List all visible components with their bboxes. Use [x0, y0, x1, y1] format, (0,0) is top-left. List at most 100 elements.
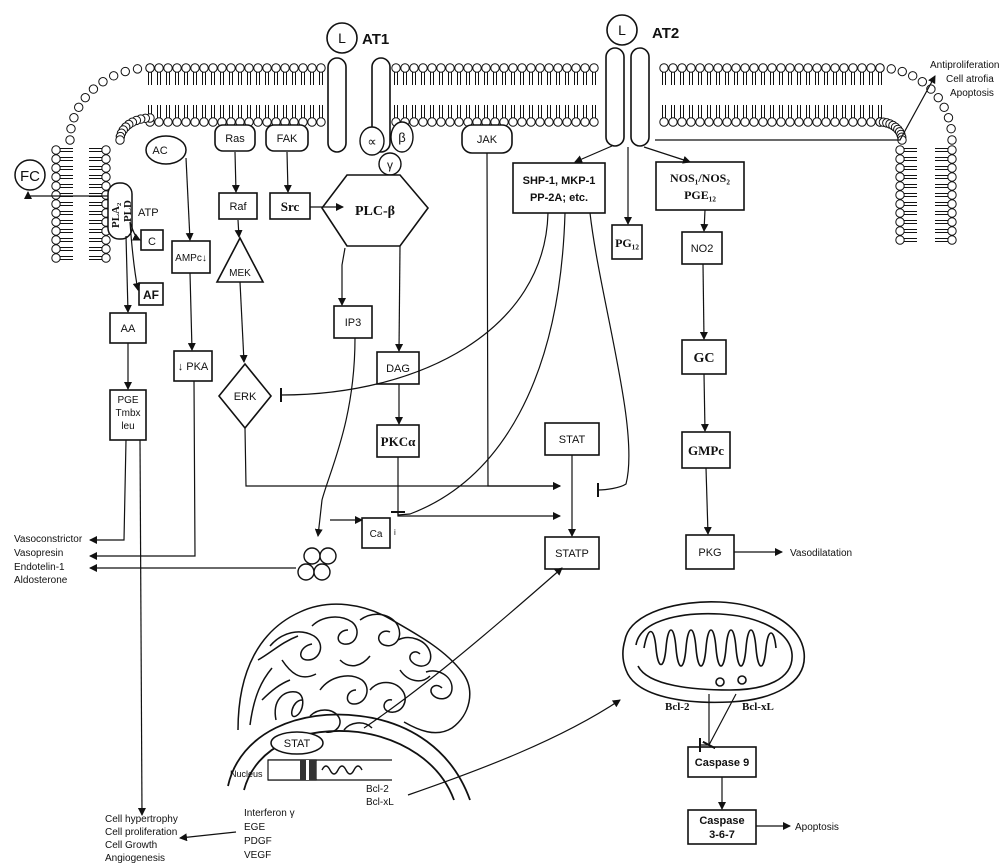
phospholipid: [896, 173, 917, 181]
phospholipid-head: [66, 136, 74, 144]
phospholipid-head: [133, 65, 141, 73]
phospholipid: [491, 64, 499, 85]
phospholipid: [935, 209, 956, 217]
phospholipid: [52, 182, 73, 190]
phospholipid: [281, 105, 289, 126]
cell-hypertrophy-label: Cell hypertrophy: [105, 814, 178, 825]
phospholipid: [290, 105, 298, 126]
phospholipid: [678, 64, 686, 85]
phospholipid: [822, 64, 830, 85]
phospholipid: [89, 245, 110, 253]
phospholipid-head: [876, 64, 884, 72]
phospholipid: [410, 105, 418, 126]
phospholipid: [254, 105, 262, 126]
phospholipid: [777, 64, 785, 85]
phospholipid: [455, 105, 463, 126]
phospholipid: [482, 105, 490, 126]
phospholipid: [52, 146, 73, 154]
interferon-label: Interferon γ: [244, 808, 295, 819]
phospholipid: [89, 191, 110, 199]
atp-label: ATP: [138, 207, 159, 219]
phospholipid: [867, 105, 875, 126]
phospholipid: [218, 64, 226, 85]
phospholipid: [89, 227, 110, 235]
phospholipid: [164, 105, 172, 126]
phospholipid: [428, 105, 436, 126]
phospholipid: [218, 105, 226, 126]
nucleus-stat-label: STAT: [284, 738, 311, 750]
phospholipid: [723, 64, 731, 85]
phospholipid-head: [948, 136, 956, 144]
phospholipid: [563, 105, 571, 126]
caspase367-label-1: Caspase: [699, 815, 744, 827]
cell-proliferation-label: Cell proliferation: [105, 827, 177, 838]
aa-label: AA: [121, 323, 136, 335]
phospholipid: [896, 227, 917, 235]
gmpc-label: GMPc: [688, 443, 724, 458]
phospholipid: [554, 105, 562, 126]
phospholipid: [822, 105, 830, 126]
phospholipid: [191, 105, 199, 126]
phospholipid: [89, 155, 110, 163]
pg12-label: PG₁₂: [615, 236, 639, 250]
antiproliferation-label: Antiproliferation: [930, 60, 999, 71]
fc-label: FC: [20, 168, 40, 185]
phospholipid: [896, 236, 917, 244]
erk-label: ERK: [234, 391, 257, 403]
phospholipid: [554, 64, 562, 85]
phospholipid: [182, 64, 190, 85]
bclxl-gene-label: Bcl-xL: [366, 797, 394, 808]
apoptosis-label: Apoptosis: [795, 822, 839, 833]
phospholipid: [741, 105, 749, 126]
pld-label: PLD: [122, 200, 134, 222]
caspase9-label: Caspase 9: [695, 757, 749, 769]
nos-label-2: PGE₁₂: [684, 188, 716, 202]
phospholipid: [896, 200, 917, 208]
bcl2-gene-label: Bcl-2: [366, 784, 389, 795]
ac-enzyme: AC: [146, 136, 186, 164]
mitochondrion: [623, 602, 804, 703]
nucleus-label: Nucleus: [230, 769, 263, 779]
pge-label-3: leu: [121, 421, 134, 432]
phospholipid-head: [81, 93, 89, 101]
phospholipid: [590, 105, 598, 126]
phospholipid-head: [146, 64, 154, 72]
phospholipid: [696, 64, 704, 85]
phospholipid: [317, 64, 325, 85]
phospholipid: [777, 105, 785, 126]
phospholipid: [173, 105, 181, 126]
cell-membrane: [52, 64, 956, 262]
phospholipid: [536, 105, 544, 126]
phospholipid: [896, 191, 917, 199]
phospholipid: [831, 105, 839, 126]
phospholipid: [669, 105, 677, 126]
phospholipid: [935, 182, 956, 190]
phospholipid: [590, 64, 598, 85]
phospholipid: [572, 105, 580, 126]
phospholipid: [89, 173, 110, 181]
nos-label-1: NOS₁/NOS₂: [670, 171, 730, 185]
phospholipid: [786, 105, 794, 126]
phospholipid: [272, 64, 280, 85]
phospholipid: [705, 105, 713, 126]
phospholipid: [245, 64, 253, 85]
phospholipid: [209, 105, 217, 126]
phospholipid: [678, 105, 686, 126]
c-label: C: [148, 236, 156, 248]
phospholipid: [464, 64, 472, 85]
ligand-label: L: [338, 30, 346, 46]
phospholipid: [813, 105, 821, 126]
gc-label: GC: [694, 351, 715, 366]
phospholipid: [896, 182, 917, 190]
phospholipid: [392, 64, 400, 85]
phospholipid: [858, 105, 866, 126]
phospholipid-head: [70, 114, 78, 122]
g-alpha-label: ∝: [367, 134, 376, 149]
phospholipid: [750, 64, 758, 85]
phospholipid-head: [887, 65, 895, 73]
af-label: AF: [143, 288, 159, 302]
phospholipid: [687, 105, 695, 126]
stat-label: STAT: [559, 434, 586, 446]
phospholipid: [581, 64, 589, 85]
